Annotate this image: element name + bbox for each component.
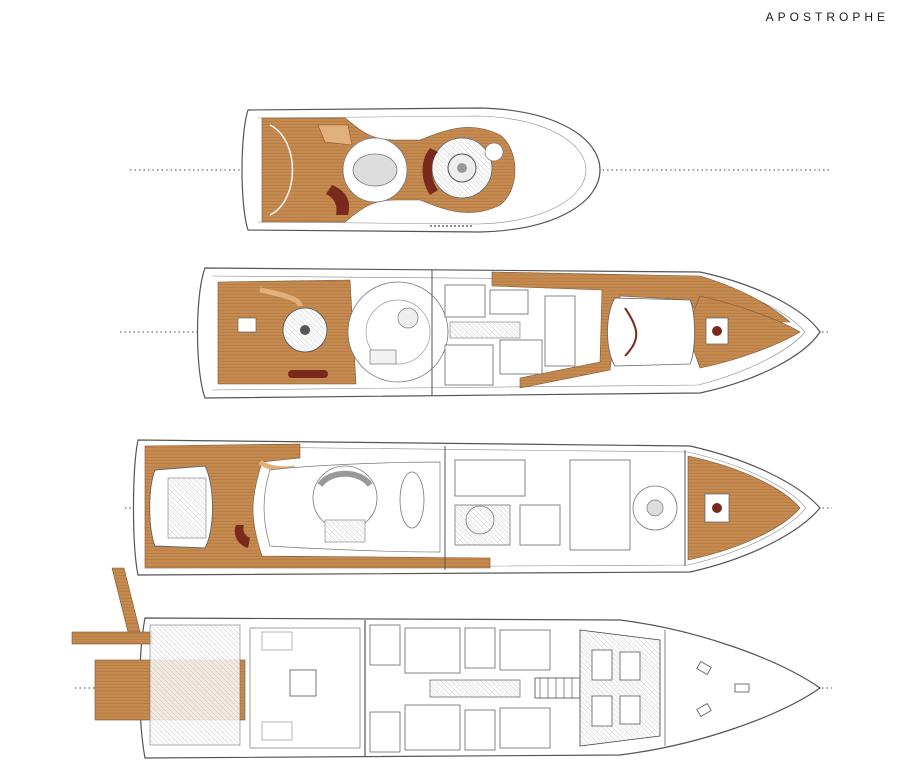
bridge-deck-plan [120,267,830,399]
lower-swim-platform [71,631,153,645]
sun-deck-plan [130,107,832,233]
brand-wordmark: APOSTROPHE [765,10,889,24]
lower-deck-plan [71,567,832,759]
main-deck-plan [125,439,832,576]
main-bow-teak [687,455,801,561]
bridge-bow-teak [689,295,801,369]
lower-passerelle [111,567,143,641]
